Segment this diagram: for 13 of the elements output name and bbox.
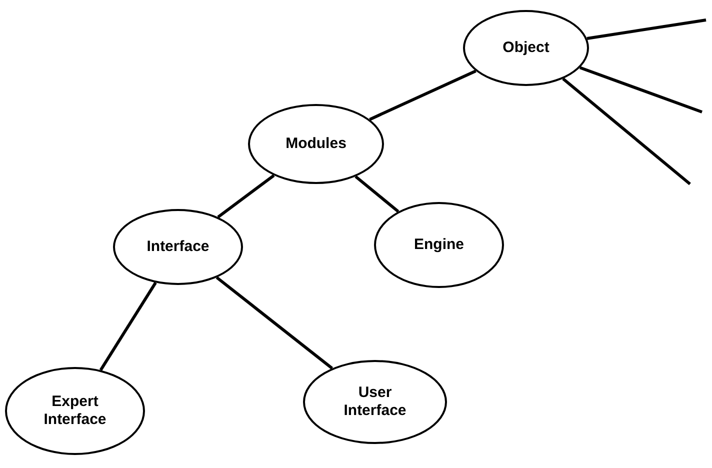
connector-line [217,174,275,218]
connector-line [369,70,476,121]
node-label: Engine [414,236,464,254]
node-label: Interface [146,238,210,256]
connector-line [586,18,706,40]
node-label: User Interface [342,384,408,420]
connector-line [579,66,703,114]
connector-line [216,276,334,370]
node-label: Modules [286,135,346,153]
node-label: Expert Interface [42,393,108,429]
connector-line [562,78,691,186]
connector-line [354,175,400,213]
node-label: Object [502,39,550,57]
